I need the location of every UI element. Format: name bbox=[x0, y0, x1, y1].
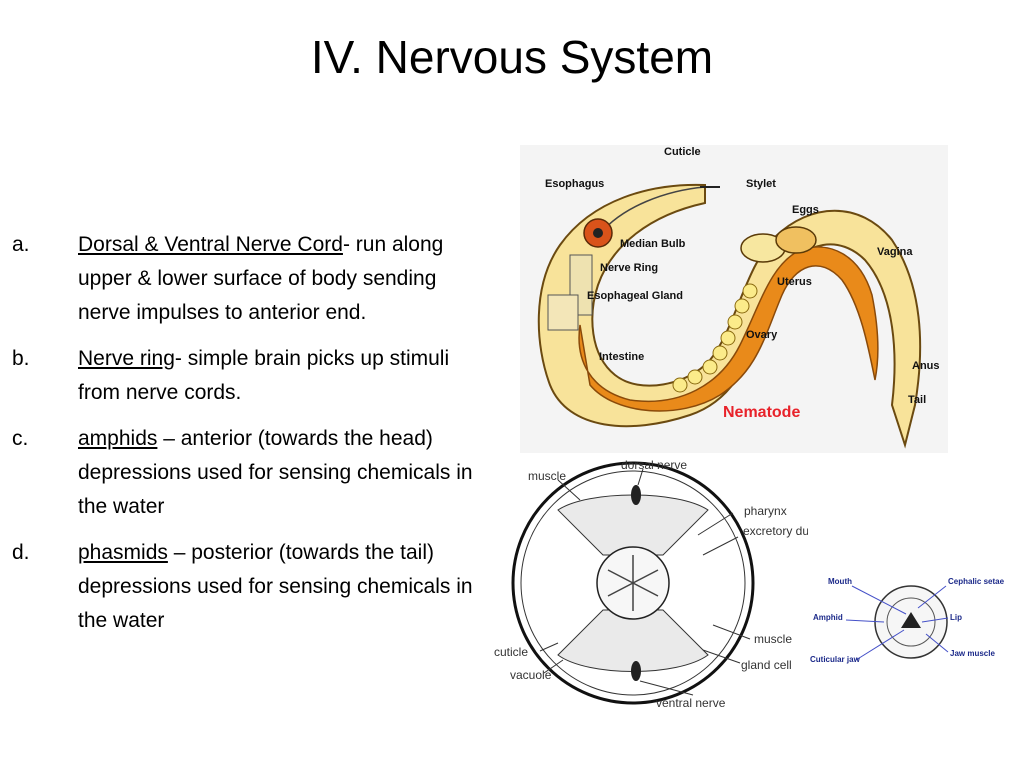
slide-title: IV. Nervous System bbox=[310, 31, 714, 83]
list-term: Dorsal & Ventral Nerve Cord bbox=[78, 233, 343, 256]
label-pharynx: pharynx bbox=[744, 504, 787, 518]
label-esophagus: Esophagus bbox=[545, 178, 604, 190]
list-text: - run along upper & lower surface of bod… bbox=[78, 233, 444, 324]
label-muscle-right: muscle bbox=[754, 632, 792, 646]
nematode-caption: Nematode bbox=[723, 404, 800, 421]
list-item: c. amphids – anterior (towards the head)… bbox=[12, 422, 492, 524]
list-term: Nerve ring bbox=[78, 347, 175, 370]
list-text: - simple brain picks up stimuli from ner… bbox=[78, 347, 450, 404]
list-item: a. Dorsal & Ventral Nerve Cord- run alon… bbox=[12, 228, 492, 330]
label-vagina: Vagina bbox=[877, 246, 913, 258]
list-marker: b. bbox=[12, 347, 30, 370]
label-gland-cell: gland cell bbox=[741, 658, 792, 672]
label-median-bulb: Median Bulb bbox=[620, 238, 686, 250]
label-tail: Tail bbox=[908, 394, 926, 406]
label-cuticle-cs: cuticle bbox=[494, 645, 528, 659]
label-mouth: Mouth bbox=[828, 577, 852, 586]
label-muscle-top: muscle bbox=[528, 469, 566, 483]
label-nerve-ring: Nerve Ring bbox=[600, 262, 658, 274]
list-text: – posterior (towards the tail) depressio… bbox=[78, 541, 473, 632]
list-marker: d. bbox=[12, 541, 30, 564]
label-vacuole: vacuole bbox=[510, 668, 552, 682]
label-stylet: Stylet bbox=[746, 178, 776, 190]
label-esophageal-gland: Esophageal Gland bbox=[587, 290, 683, 302]
list-term: phasmids bbox=[78, 541, 168, 564]
nematode-diagram: Cuticle Esophagus Stylet Eggs Median Bul… bbox=[520, 145, 948, 453]
label-ventral-nerve: ventral nerve bbox=[656, 696, 726, 710]
label-cuticle: Cuticle bbox=[664, 146, 701, 158]
label-jaw-muscle: Jaw muscle bbox=[950, 649, 995, 658]
label-excretory-duct: excretory duct bbox=[743, 524, 808, 538]
label-eggs: Eggs bbox=[792, 204, 819, 216]
cross-section-diagram: dorsal nerve muscle pharynx excretory du… bbox=[494, 458, 808, 710]
label-dorsal-nerve: dorsal nerve bbox=[621, 458, 687, 472]
list-term: amphids bbox=[78, 427, 158, 450]
label-cephalic-setae: Cephalic setae bbox=[948, 577, 1005, 586]
label-cuticular-jaw: Cuticular jaw bbox=[810, 655, 861, 664]
list-marker: a. bbox=[12, 233, 30, 256]
list-item: b. Nerve ring- simple brain picks up sti… bbox=[12, 342, 492, 410]
label-intestine: Intestine bbox=[599, 351, 644, 363]
head-diagram: Mouth Cephalic setae Amphid Lip Cuticula… bbox=[810, 577, 1005, 664]
label-ovary: Ovary bbox=[746, 329, 778, 341]
bullet-list: a. Dorsal & Ventral Nerve Cord- run alon… bbox=[12, 228, 492, 650]
list-item: d. phasmids – posterior (towards the tai… bbox=[12, 536, 492, 638]
label-amphid: Amphid bbox=[813, 613, 843, 622]
list-marker: c. bbox=[12, 427, 29, 450]
label-lip: Lip bbox=[950, 613, 962, 622]
label-uterus: Uterus bbox=[777, 276, 812, 288]
list-text: – anterior (towards the head) depression… bbox=[78, 427, 473, 518]
label-anus: Anus bbox=[912, 360, 940, 372]
